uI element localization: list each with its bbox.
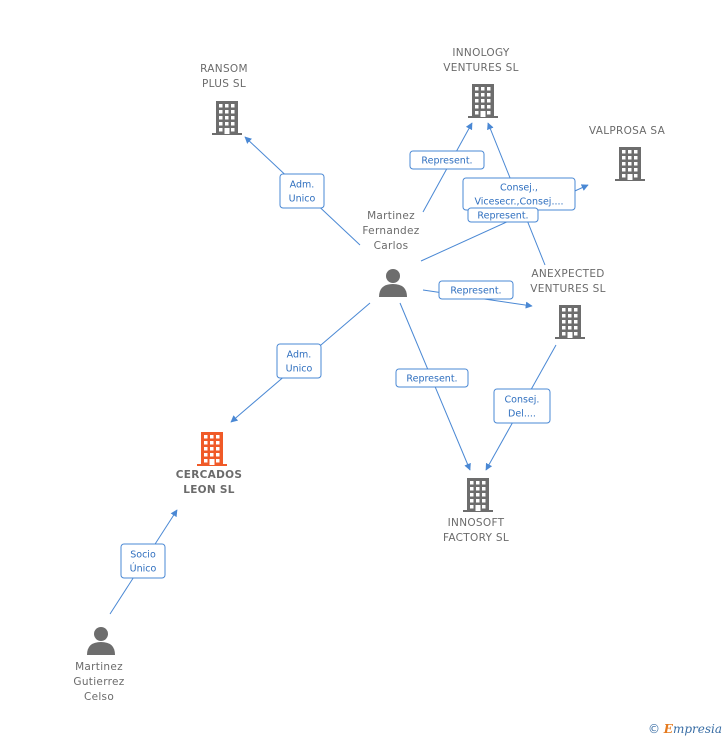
edge-label-text: Adm. — [290, 180, 315, 191]
building-icon — [197, 432, 227, 466]
edge-label-text: Represent. — [450, 286, 501, 297]
edge-label-text: Consej. — [505, 395, 540, 406]
edge-label-box — [279, 173, 325, 209]
building-icon — [555, 305, 585, 339]
edge-label-text: Consej., — [500, 183, 538, 194]
edge-label-martinez_fc-cercados[interactable]: Adm. Unico — [276, 343, 322, 379]
node-label: CERCADOS — [176, 469, 242, 481]
edge-label-martinez_fc-innology[interactable]: Represent. — [409, 150, 485, 170]
edge-label-text: Represent. — [477, 211, 528, 222]
node-valprosa[interactable]: VALPROSA SA — [589, 125, 666, 181]
edge-label-box — [467, 207, 539, 223]
edge-label-text: Socio — [130, 550, 156, 561]
node-cercados[interactable]: CERCADOS LEON SL — [176, 432, 242, 496]
edge-label-text: Unico — [286, 364, 313, 375]
edge-label-text: Único — [130, 563, 157, 575]
node-innosoft[interactable]: INNOSOFT FACTORY SL — [443, 478, 509, 544]
node-label: INNOLOGY — [452, 47, 510, 59]
node-label: Celso — [84, 691, 114, 703]
node-label: Martinez — [75, 661, 123, 673]
copyright: © Empresia — [648, 722, 722, 736]
edge-label-text: Del.... — [508, 409, 536, 420]
edge-label-text: Represent. — [421, 156, 472, 167]
node-label: Carlos — [374, 240, 409, 252]
node-label: INNOSOFT — [448, 517, 505, 529]
person-icon — [379, 269, 407, 297]
edge-label-text: Unico — [289, 194, 316, 205]
edge-label-box — [493, 388, 551, 424]
copyright-symbol: © — [647, 722, 660, 736]
edge-label-box — [276, 343, 322, 379]
node-label: ANEXPECTED — [531, 268, 604, 280]
node-label: PLUS SL — [202, 78, 246, 90]
node-label: RANSOM — [200, 63, 248, 75]
node-label: VENTURES SL — [443, 62, 519, 74]
node-label: FACTORY SL — [443, 532, 509, 544]
edge-label-box — [120, 543, 166, 579]
node-label: VALPROSA SA — [589, 125, 666, 137]
building-icon — [468, 84, 498, 118]
node-label: Fernandez — [362, 225, 419, 237]
person-icon — [87, 627, 115, 655]
node-label: VENTURES SL — [530, 283, 606, 295]
edge-label-text: Represent. — [406, 374, 457, 385]
brand-initial: E — [663, 722, 673, 736]
edge-label-text: Vicesecr.,Consej.... — [474, 197, 563, 208]
edge-label-box — [409, 150, 485, 170]
building-icon — [463, 478, 493, 512]
building-icon — [615, 147, 645, 181]
edge-label-martinez_fc-ransom[interactable]: Adm. Unico — [279, 173, 325, 209]
edge-label-anexpected-innosoft[interactable]: Consej. Del.... — [493, 388, 551, 424]
node-ransom[interactable]: RANSOM PLUS SL — [200, 63, 248, 135]
edge-label-box — [395, 368, 469, 388]
edge-label-anexpected-innology[interactable]: Represent. — [467, 207, 539, 223]
edge-label-text: Adm. — [287, 350, 312, 361]
node-anexpected[interactable]: ANEXPECTED VENTURES SL — [530, 268, 606, 339]
edge-label-martinez_fc-innosoft[interactable]: Represent. — [395, 368, 469, 388]
node-label: Martinez — [367, 210, 415, 222]
edge-label-box — [438, 280, 514, 300]
node-label: Gutierrez — [73, 676, 124, 688]
node-label: LEON SL — [183, 484, 235, 496]
edge-label-martinez_fc-valprosa[interactable]: Consej., Vicesecr.,Consej.... — [462, 177, 576, 211]
building-icon — [212, 101, 242, 135]
edge-label-martinez_fc-anexpected[interactable]: Represent. — [438, 280, 514, 300]
node-innology[interactable]: INNOLOGY VENTURES SL — [443, 47, 519, 118]
brand-name: mpresia — [672, 722, 722, 736]
